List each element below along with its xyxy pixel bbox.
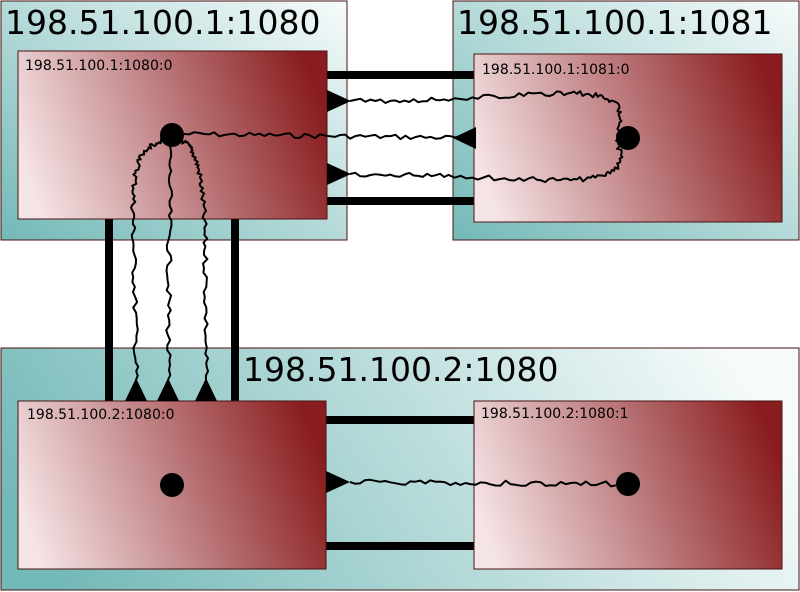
- host-label: 198.51.100.1:1081: [457, 3, 773, 42]
- message-edge: [349, 478, 617, 488]
- arrowhead: [195, 378, 217, 401]
- message-edge: [183, 131, 477, 141]
- arrowhead: [326, 471, 350, 493]
- message-edge: [130, 137, 166, 381]
- endpoint-dots: [160, 123, 640, 497]
- message-edge: [349, 90, 623, 137]
- host-label: 198.51.100.2:1080: [243, 350, 559, 389]
- endpoint-dot: [160, 123, 184, 147]
- message-edges: [130, 90, 624, 488]
- process-label: 198.51.100.2:1080:0: [27, 407, 175, 423]
- message-edge: [179, 138, 209, 381]
- process-label: 198.51.100.1:1081:0: [482, 62, 630, 78]
- arrowhead: [327, 163, 351, 185]
- host-label: 198.51.100.1:1080: [5, 3, 321, 42]
- message-edge: [349, 139, 624, 184]
- arrowhead: [327, 90, 351, 112]
- process-label: 198.51.100.2:1080:1: [481, 406, 629, 422]
- arrowhead: [157, 378, 179, 401]
- endpoint-dot: [616, 472, 640, 496]
- process-198-51-100-2-1080-0[interactable]: 198.51.100.2:1080:0: [17, 400, 327, 570]
- endpoint-dot: [616, 126, 640, 150]
- arrowheads: [125, 90, 476, 493]
- arrowhead: [125, 378, 147, 401]
- endpoint-dot: [160, 473, 184, 497]
- process-label: 198.51.100.1:1080:0: [25, 58, 173, 74]
- arrowhead: [453, 127, 476, 149]
- message-edge: [165, 145, 174, 381]
- process-links: [105, 71, 474, 550]
